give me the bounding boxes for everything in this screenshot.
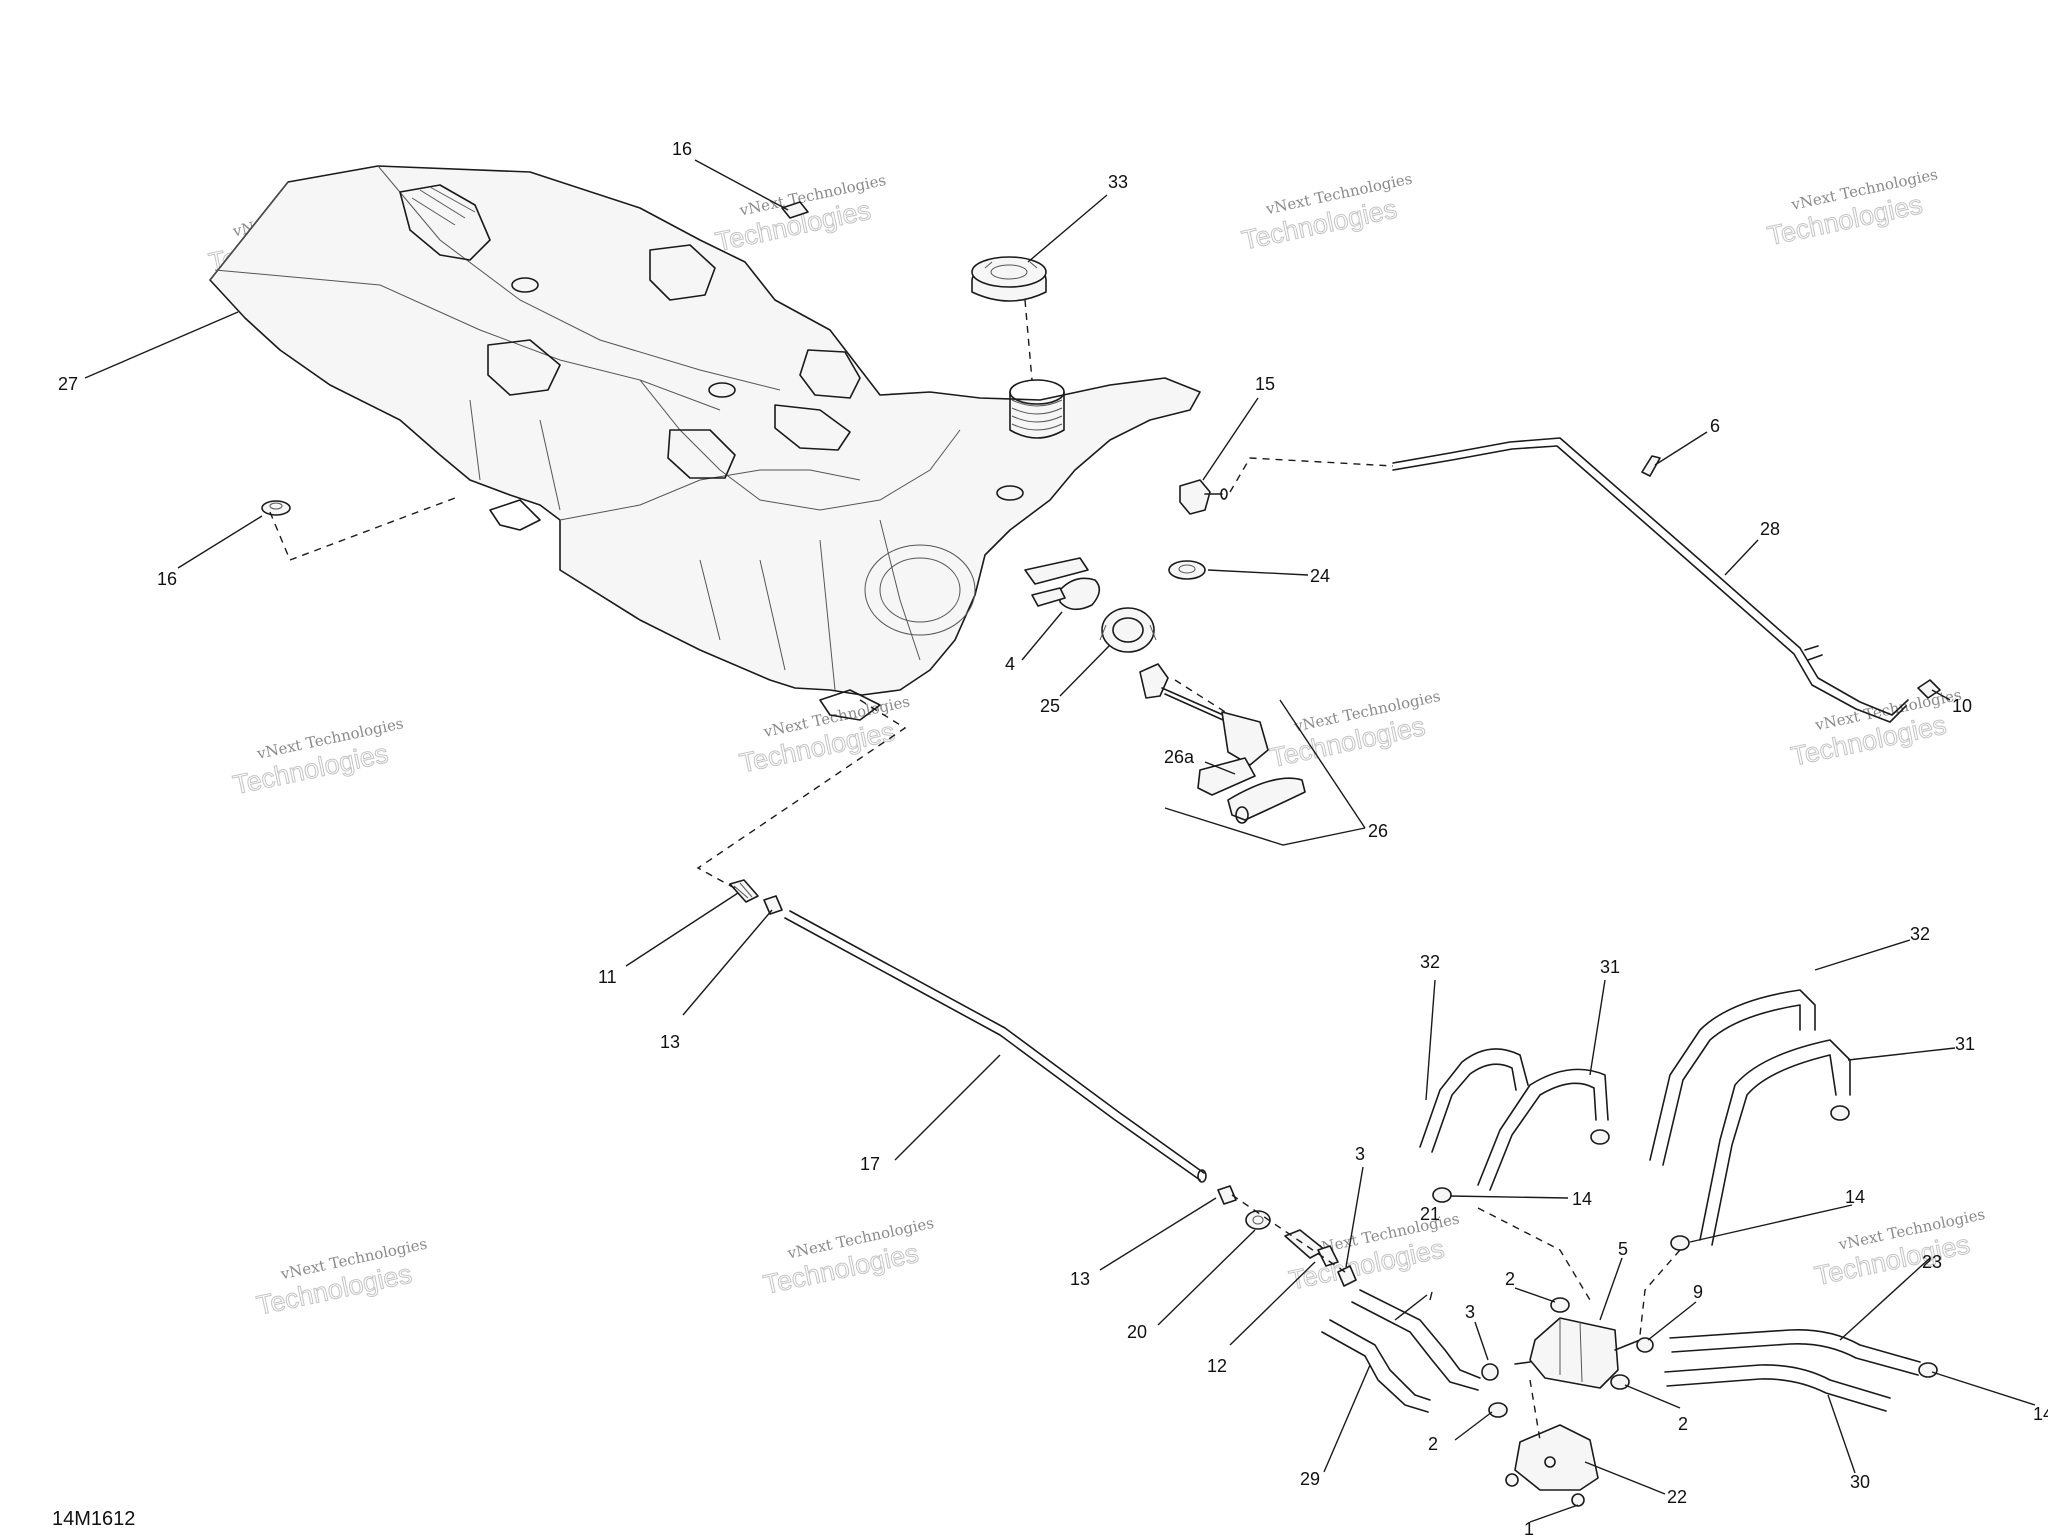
leader-lines: [84, 159, 2036, 1523]
callout-23: 23: [1922, 1252, 1942, 1272]
callout-9: 9: [1693, 1282, 1703, 1302]
quick-connect-12: [1284, 1229, 1339, 1267]
callout-24: 24: [1310, 566, 1330, 586]
assembly-lines: [269, 299, 1681, 1441]
callout-32: 32: [1910, 924, 1930, 944]
callout-4: 4: [1005, 654, 1015, 674]
callout-16: 16: [672, 139, 692, 159]
clamp-13-top: [763, 895, 783, 915]
callout-13: 13: [660, 1032, 680, 1052]
callout-33: 33: [1108, 172, 1128, 192]
clamp-3-lower: [1481, 1363, 1499, 1381]
callout-1: 1: [1524, 1519, 1534, 1536]
grommet-16-left: [261, 500, 291, 516]
grommet-24: [1168, 560, 1206, 580]
clamp-14-b: [1590, 1129, 1610, 1145]
callout-27: 27: [58, 374, 78, 394]
callout-30: 30: [1850, 1472, 1870, 1492]
hose-21: [1351, 1289, 1481, 1391]
callout-20: 20: [1127, 1322, 1147, 1342]
callout-32: 32: [1420, 952, 1440, 972]
hose-30: [1664, 1364, 1891, 1412]
callout-21: 21: [1420, 1204, 1440, 1224]
clamp-9: [1636, 1337, 1654, 1353]
clip-6: [1641, 455, 1661, 477]
fitting-20: [1245, 1210, 1271, 1230]
callout-14: 14: [1572, 1189, 1592, 1209]
callout-22: 22: [1667, 1487, 1687, 1507]
callout-26: 26: [1368, 821, 1388, 841]
clamp-14-c: [1670, 1235, 1690, 1251]
screw-1-b: [1571, 1493, 1585, 1507]
vent-grommet-16-top: [781, 201, 809, 219]
callout-6: 6: [1710, 416, 1720, 436]
clamp-14-d: [1830, 1105, 1850, 1121]
callout-28: 28: [1760, 519, 1780, 539]
hose-31-right: [1699, 1039, 1851, 1246]
callout-14: 14: [1845, 1187, 1865, 1207]
fuel-filter-5: [1514, 1317, 1641, 1389]
callout-10: 10: [1952, 696, 1972, 716]
callout-31: 31: [1600, 957, 1620, 977]
hose-32-left: [1419, 1048, 1529, 1153]
clamp-2-a: [1550, 1297, 1570, 1313]
hose-31-left: [1477, 1068, 1609, 1191]
callout-16: 16: [157, 569, 177, 589]
callout-3: 3: [1355, 1144, 1365, 1164]
callout-12: 12: [1207, 1356, 1227, 1376]
clamp-2-c: [1488, 1402, 1508, 1418]
callout-2: 2: [1678, 1414, 1688, 1434]
clamp-13-bottom: [1217, 1185, 1237, 1205]
fuel-tank: [209, 165, 1201, 721]
fuel-pump-module-26: [1139, 663, 1306, 824]
bracket-22: [1514, 1424, 1599, 1491]
hose-23: [1669, 1328, 1921, 1376]
callout-17: 17: [860, 1154, 880, 1174]
fitting-11: [729, 879, 759, 903]
callout-3: 3: [1465, 1302, 1475, 1322]
clamp-10: [1917, 679, 1941, 699]
vent-tube-28: [1392, 437, 1909, 723]
clamp-14-e: [1918, 1362, 1938, 1378]
callout-26a: 26a: [1164, 747, 1195, 767]
pump-seal-4: [1024, 557, 1101, 611]
callout-2: 2: [1428, 1434, 1438, 1454]
callout-15: 15: [1255, 374, 1275, 394]
callout-2: 2: [1505, 1269, 1515, 1289]
lock-ring-25: [1099, 607, 1157, 653]
callout-labels: 16 33 27 15 6 28 16 24 4 10 25 26a 26 11…: [58, 139, 2048, 1536]
hose-32-right: [1649, 989, 1816, 1166]
clamp-14-a: [1432, 1187, 1452, 1203]
callout-11: 11: [598, 967, 617, 987]
screw-1-a: [1505, 1473, 1519, 1487]
clamp-2-b: [1610, 1374, 1630, 1390]
figure-id: 14M1612: [52, 1508, 136, 1530]
rollover-valve-15: [1179, 479, 1228, 515]
callout-13: 13: [1070, 1269, 1090, 1289]
filler-cap: [971, 256, 1047, 302]
callout-31: 31: [1955, 1034, 1975, 1054]
callout-5: 5: [1618, 1239, 1628, 1259]
fuel-line-17: [784, 910, 1207, 1183]
callout-29: 29: [1300, 1469, 1320, 1489]
hose-29: [1321, 1319, 1431, 1413]
callout-25: 25: [1040, 696, 1060, 716]
callout-14: 14: [2033, 1404, 2048, 1424]
